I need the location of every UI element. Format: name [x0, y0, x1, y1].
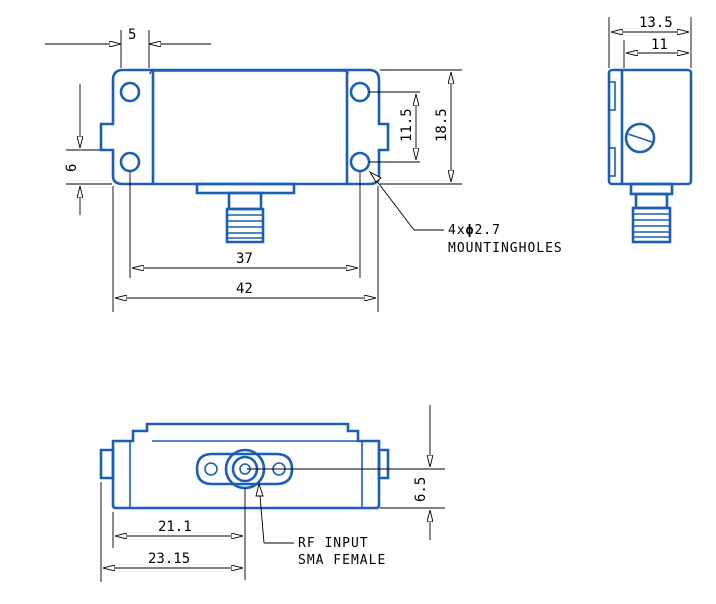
dim-overall-depth-label: 13.5: [639, 15, 673, 31]
dim-connector-offset-outer: 23.15: [100, 482, 243, 582]
dim-hole-to-edge-label: 6: [64, 164, 80, 172]
note-rf-input-line2: SMA FEMALE: [298, 553, 386, 568]
dim-overall-depth: 13.5: [608, 15, 692, 68]
dim-body-height: 18.5: [380, 69, 462, 185]
dim-overall-length-label: 42: [236, 281, 253, 297]
top-view: 5 11.5 18.5 6 37: [45, 27, 563, 312]
top-view-body: [99, 68, 390, 244]
dim-connector-offset-outer-label: 23.15: [148, 551, 190, 567]
dim-connector-height-label: 6.5: [413, 477, 429, 502]
dim-hole-spacing-horizontal-label: 37: [236, 251, 253, 267]
front-view-body: [99, 422, 390, 510]
dim-body-depth-label: 11: [651, 37, 668, 53]
dim-body-height-label: 18.5: [434, 108, 450, 142]
dim-hole-spacing-vertical: 11.5: [369, 91, 420, 163]
side-view: 13.5 11: [607, 15, 693, 244]
dim-hole-spacing-horizontal: 37: [129, 172, 361, 278]
dim-connector-height: 6.5: [247, 405, 445, 540]
dim-body-depth: 11: [623, 37, 689, 68]
note-mounting-holes-label: MOUNTINGHOLES: [448, 241, 563, 256]
dim-flange-width: 5: [45, 27, 211, 68]
note-rf-input: RF INPUT SMA FEMALE: [255, 482, 386, 568]
note-mounting-holes-count: 4xϕ2.7: [448, 223, 501, 238]
side-view-body: [607, 68, 693, 244]
front-view: 6.5 21.1 23.15 RF INPUT SMA FEMALE: [99, 405, 445, 582]
note-rf-input-line1: RF INPUT: [298, 536, 369, 551]
dim-overall-length: 42: [112, 186, 379, 312]
note-mounting-holes: 4xϕ2.7 MOUNTINGHOLES: [368, 170, 563, 256]
dim-connector-offset-inner-label: 21.1: [158, 519, 192, 535]
dim-flange-width-label: 5: [128, 27, 136, 43]
dim-hole-spacing-vertical-label: 11.5: [399, 108, 415, 142]
dim-hole-to-edge: 6: [64, 84, 112, 215]
dim-connector-offset-inner: 21.1: [112, 488, 246, 580]
